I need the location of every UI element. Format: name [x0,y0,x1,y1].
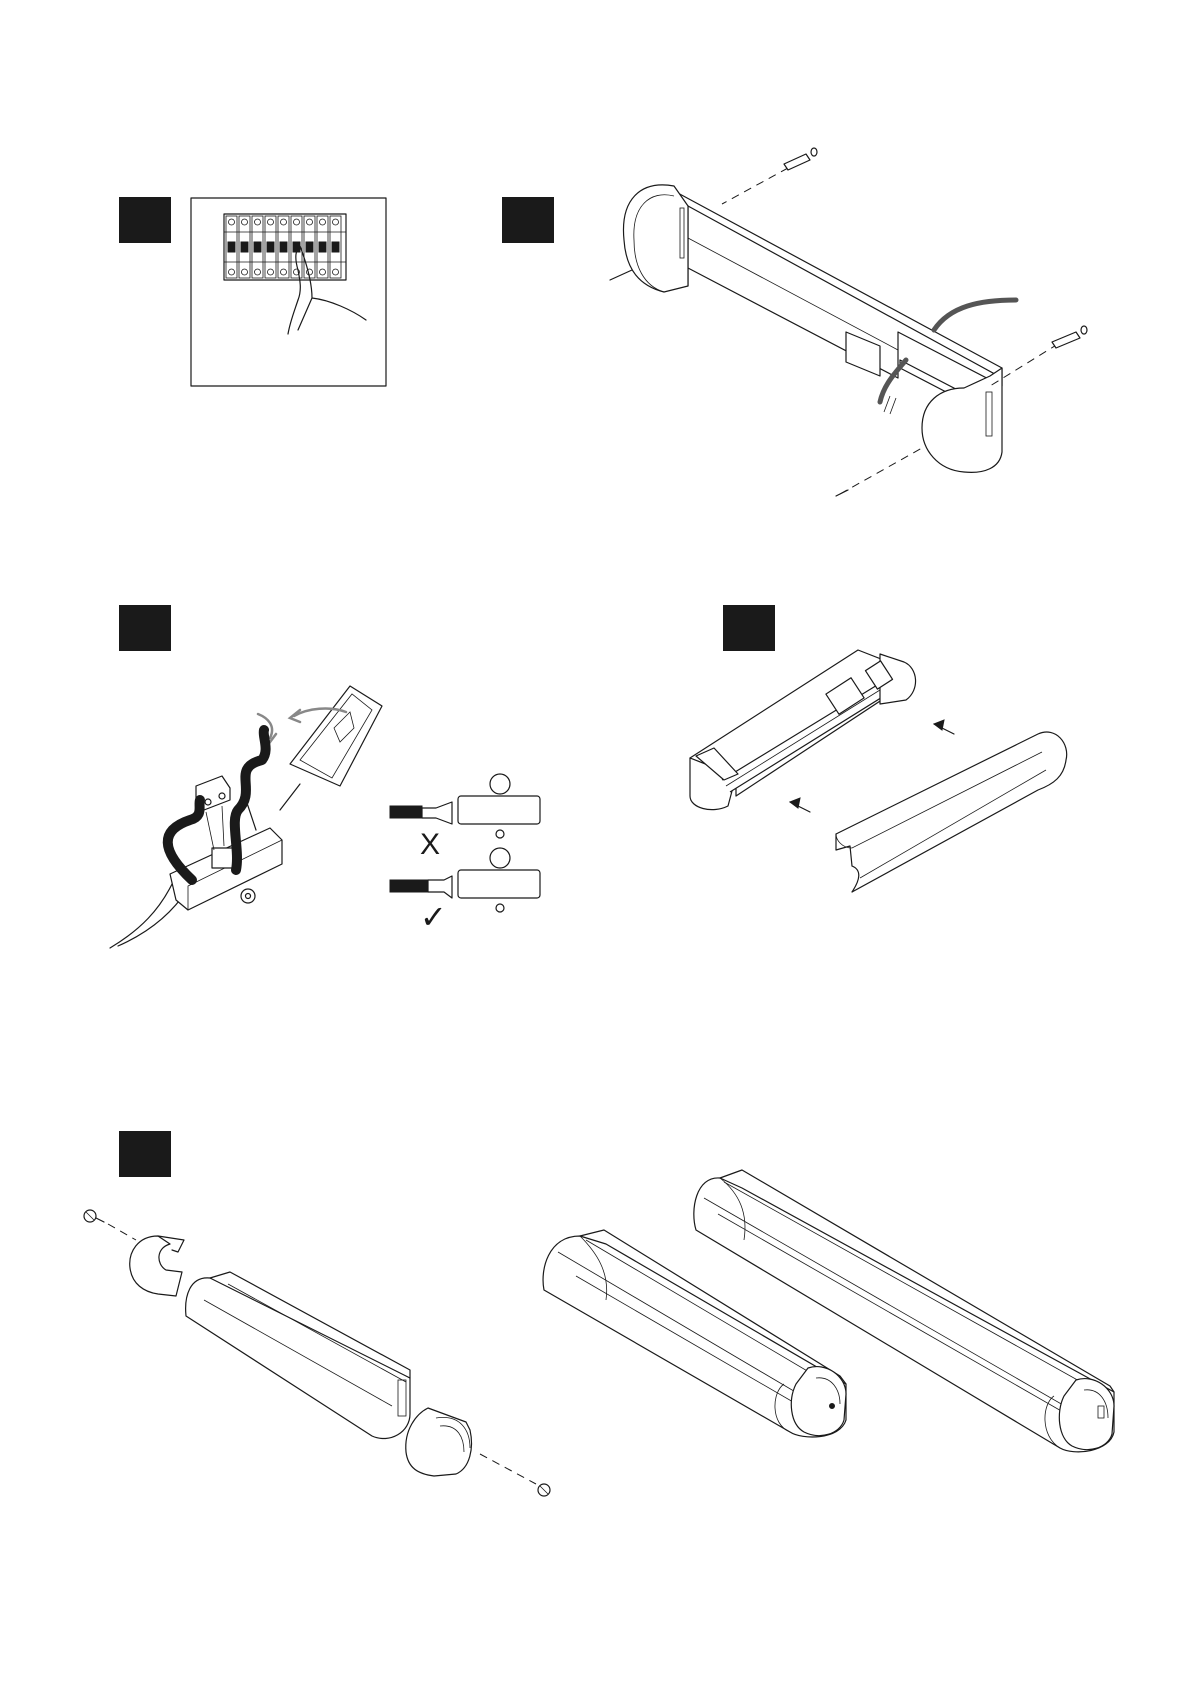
wire-strip-wrong [390,774,540,838]
wall-mount-illustration [610,148,1087,496]
right-symbol: ✓ [420,898,447,936]
tube-diffuser-illustration [690,650,1067,892]
wrong-symbol: X [420,828,440,861]
wiring-illustration: X ✓ [110,686,540,948]
breaker-panel-illustration [191,198,386,386]
wire-strip-right [390,848,540,912]
end-cap-exploded-illustration [84,1210,550,1496]
